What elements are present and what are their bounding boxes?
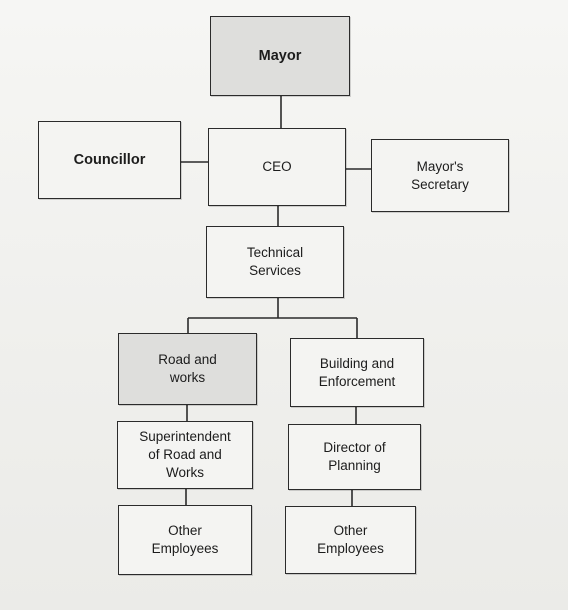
- node-ceo-label: CEO: [262, 159, 292, 174]
- node-building-and-enforcement: Building and Enforcement: [290, 338, 424, 407]
- node-road-and-works-label: Road and works: [158, 352, 217, 385]
- node-mayor-label: Mayor: [258, 48, 302, 64]
- node-building-and-enforcement-label: Building and Enforcement: [318, 355, 396, 389]
- node-technical-services-label: Technical Services: [246, 245, 304, 278]
- node-other-employees-right: Other Employees: [285, 506, 416, 574]
- node-mayors-secretary: Mayor's Secretary: [371, 139, 509, 212]
- node-other-employees-right-label: Other Employees: [317, 523, 384, 556]
- node-councillor-label: Councillor: [73, 152, 146, 168]
- node-other-employees-left: Other Employees: [118, 505, 252, 575]
- node-ceo: CEO: [208, 128, 346, 206]
- node-superintendent: Superintendent of Road and Works: [117, 421, 253, 489]
- node-director-of-planning: Director of Planning: [288, 424, 421, 490]
- node-technical-services: Technical Services: [206, 226, 344, 298]
- node-mayors-secretary-label: Mayor's Secretary: [411, 158, 469, 192]
- node-director-of-planning-label: Director of Planning: [323, 440, 386, 473]
- node-superintendent-label: Superintendent of Road and Works: [139, 429, 231, 480]
- node-councillor: Councillor: [38, 121, 181, 199]
- node-road-and-works: Road and works: [118, 333, 257, 405]
- node-mayor: Mayor: [210, 16, 350, 96]
- node-other-employees-left-label: Other Employees: [151, 523, 219, 556]
